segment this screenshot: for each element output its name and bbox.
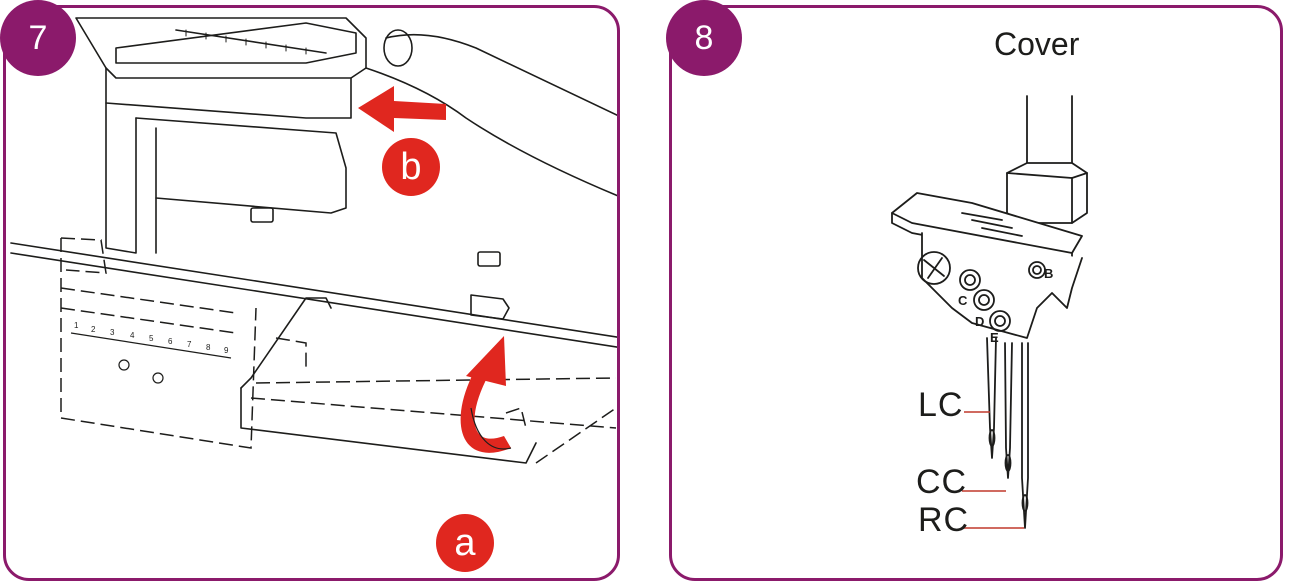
callout-a: a: [436, 514, 494, 572]
needle-label-lc: LC: [918, 386, 964, 424]
callout-b: b: [382, 138, 440, 196]
ruler-number: 1: [74, 321, 79, 330]
ruler-number: 7: [187, 340, 192, 349]
ruler-number: 4: [130, 331, 135, 340]
step-8-panel: C D E B: [669, 5, 1283, 581]
ruler-number: 5: [149, 334, 154, 343]
ruler-number: 2: [91, 325, 96, 334]
ruler-number: 3: [110, 328, 115, 337]
step-8-illustration: C D E B: [891, 95, 1088, 529]
ruler-number: 6: [168, 337, 173, 346]
screw-letter-b: B: [1044, 266, 1053, 281]
ruler-number: 9: [224, 346, 229, 355]
needle-label-cc: CC: [916, 463, 968, 501]
needle-label-rc: RC: [918, 501, 970, 539]
step-7-badge: 7: [0, 0, 76, 76]
curved-arrow-up-icon: [460, 336, 512, 453]
screw-letter-d: D: [975, 314, 984, 329]
step-8-badge: 8: [666, 0, 742, 76]
screw-letter-c: C: [958, 293, 968, 308]
screw-letter-e: E: [990, 330, 999, 345]
ruler-number: 8: [206, 343, 211, 352]
step-7-panel: 1 2 3 4 5 6 7 8 9 b a: [3, 5, 620, 581]
cover-title: Cover: [994, 26, 1080, 62]
arrow-left-icon: [358, 86, 446, 132]
step-7-illustration: 1 2 3 4 5 6 7 8 9: [10, 17, 617, 464]
